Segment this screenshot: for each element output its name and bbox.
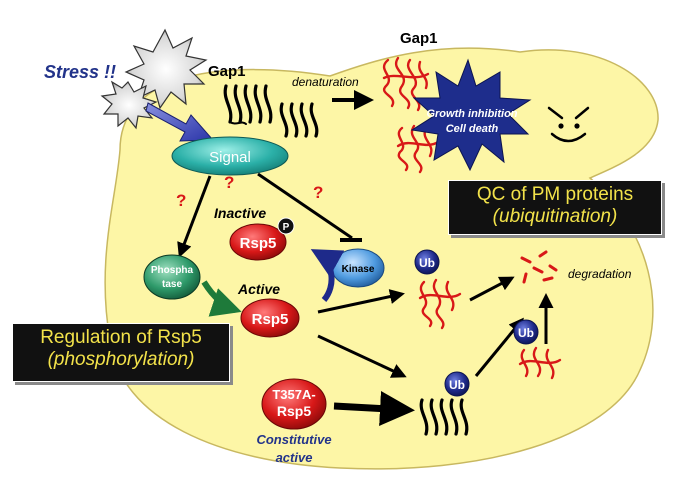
ub-label-3: Ub (518, 326, 534, 340)
signal-node (171, 136, 289, 176)
signal-label: Signal (209, 149, 251, 166)
stress-label: Stress !! (44, 62, 116, 82)
ub-badge-3 (513, 319, 539, 345)
ub-protein-to-degradation-arrow (469, 276, 515, 302)
rsp5-t357a-node (261, 378, 327, 430)
growth-inhibition-label: Growth inhibition (426, 108, 517, 120)
qc-box-title: QC of PM proteins (476, 184, 634, 205)
question-mark-1: ? (176, 191, 186, 210)
signal-inhibits-kinase (257, 172, 362, 242)
denaturation-label: denaturation (292, 75, 359, 89)
reg-box-title: Regulation of Rsp5 (40, 327, 202, 348)
gap1-membrane-label: Gap1 (208, 63, 246, 80)
rsp5-active-label: Rsp5 (252, 311, 289, 328)
phosphorylation-arrow (310, 249, 345, 302)
cell-death-label: Cell death (446, 123, 499, 135)
ubiquitinated-protein-icon-2 (518, 346, 562, 380)
degradation-fragments-icon (520, 250, 558, 284)
growth-inhibition-burst (410, 58, 532, 172)
reg-box-subtitle: (phosphorylation) (47, 349, 195, 370)
mutant-to-membrane-arrow (333, 391, 415, 426)
inactive-label: Inactive (214, 205, 266, 221)
stress-burst-icon (100, 28, 208, 130)
gap1-denatured-label: Gap1 (400, 30, 438, 47)
ub-label-1: Ub (419, 256, 435, 270)
ub-badge-2 (444, 371, 470, 397)
membrane-gap1-ub-icon (419, 398, 469, 436)
phosphate-badge (277, 217, 295, 235)
smiley-face-icon (547, 106, 590, 143)
denatured-gap1-icon (382, 56, 430, 112)
rsp5-inactive-label: Rsp5 (240, 235, 277, 252)
kinase-label: Kinase (342, 264, 375, 275)
degradation-label: degradation (568, 267, 632, 281)
rsp5-inactive-node (229, 223, 287, 261)
qc-pm-proteins-box: QC of PM proteins (ubiquitination) (448, 180, 662, 235)
regulation-rsp5-box: Regulation of Rsp5 (phosphorylation) (12, 323, 230, 382)
dephosphorylation-arrow (201, 280, 242, 317)
phosphatase-label-1: Phospha (151, 265, 194, 276)
phosphatase-node (143, 254, 201, 300)
active-label: Active (237, 281, 280, 297)
ub-badge-1 (414, 249, 440, 275)
mutant-label-1: T357A- (272, 387, 315, 402)
question-mark-3: ? (313, 183, 323, 202)
phosphate-label: P (283, 222, 290, 233)
mutant-label-2: Rsp5 (277, 403, 311, 419)
constitutive-label-2: active (276, 450, 313, 465)
ubiquitinated-protein-icon (418, 278, 462, 330)
signal-to-phosphatase-arrow (177, 175, 212, 258)
qc-box-subtitle: (ubiquitination) (492, 206, 618, 227)
ub-label-2: Ub (449, 378, 465, 392)
phosphatase-label-2: tase (162, 279, 182, 290)
gap1-transporter-icon (223, 84, 273, 125)
constitutive-label-1: Constitutive (256, 432, 331, 447)
gap1-internal-icon (279, 102, 319, 138)
rsp5-active-node (240, 298, 300, 338)
rsp5-to-membrane-ub-arrow (317, 334, 407, 378)
question-mark-2: ? (224, 173, 234, 192)
rsp5-to-gap1-ub-arrow (317, 289, 405, 314)
